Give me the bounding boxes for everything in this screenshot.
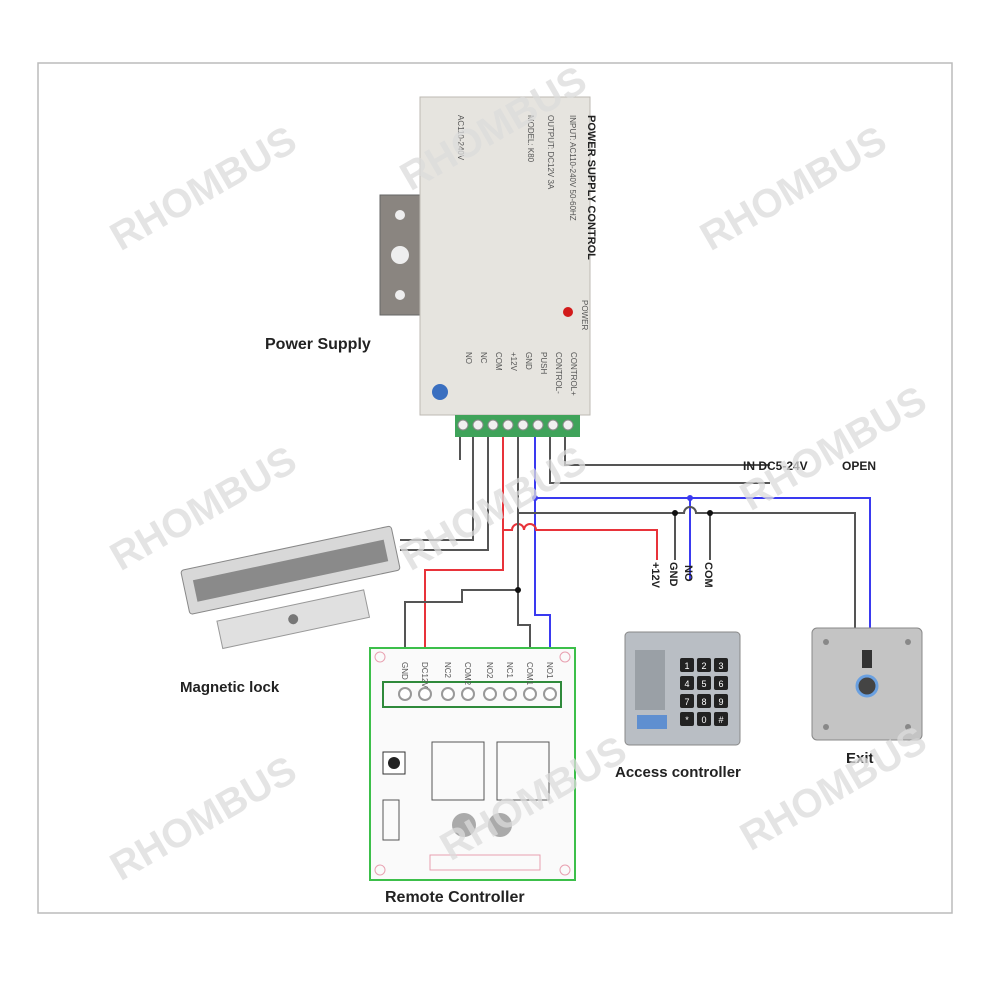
spec-line: OUTPUT: DC12V 3A	[546, 115, 555, 190]
terminal-label: GND	[400, 662, 409, 680]
exit-button	[811, 627, 923, 741]
key-label: 5	[701, 679, 706, 689]
terminal-screw	[398, 687, 412, 701]
wires	[400, 437, 871, 680]
terminal-block	[455, 415, 580, 437]
keypad-key	[714, 694, 728, 708]
terminal-screw	[547, 419, 559, 431]
key-label: 0	[701, 715, 706, 725]
spec-line: INPUT: AC110-240V 50-60HZ	[568, 115, 577, 221]
wire-label-no: NO	[682, 565, 694, 582]
terminal-label: CONTROL-	[554, 352, 563, 394]
access-controller-label: Access controller	[615, 764, 741, 781]
exit-push-icon	[855, 674, 879, 698]
terminal-screw	[457, 419, 469, 431]
key-label: *	[685, 715, 689, 725]
wire-remote-gnd	[404, 513, 519, 680]
terminal-label: COM	[494, 352, 503, 371]
terminal-label: COM2	[463, 662, 472, 686]
key-label: #	[718, 715, 723, 725]
keypad-key	[680, 712, 694, 726]
wire-label-com: COM	[702, 562, 714, 588]
magnetic-lock-label: Magnetic lock	[180, 679, 280, 696]
terminal-screw	[472, 419, 484, 431]
wire-lock-1	[400, 437, 489, 551]
terminal-screw	[461, 687, 475, 701]
spec-line: AC110-240V	[456, 115, 465, 161]
in-dc-label: IN DC5-24V	[743, 459, 808, 473]
key-label: 4	[684, 679, 689, 689]
terminal-label: COM1	[525, 662, 534, 686]
spec-line: MODEL: K80	[526, 115, 535, 163]
power-supply: POWER SUPPLY CONTROL INPUT: AC110-240V 5…	[265, 96, 597, 437]
magnetic-lock	[180, 525, 401, 650]
terminal-label: NC	[479, 352, 488, 364]
terminal-label: NO	[464, 352, 473, 364]
keypad-key	[697, 712, 711, 726]
wire-12v	[502, 437, 658, 560]
terminal-screw	[487, 419, 499, 431]
terminal-screw	[523, 687, 537, 701]
terminal-screw	[517, 419, 529, 431]
key-label: 1	[684, 661, 689, 671]
wire-lock-2	[400, 437, 474, 541]
power-led	[563, 307, 573, 317]
key-label: 7	[684, 697, 689, 707]
terminal-screw	[562, 419, 574, 431]
terminal-label: GND	[524, 352, 533, 370]
terminal-label: CONTROL+	[569, 352, 578, 396]
terminal-label: +12V	[509, 352, 518, 372]
key-label: 9	[718, 697, 723, 707]
key-label: 8	[701, 697, 706, 707]
keypad-key	[697, 676, 711, 690]
keypad-key	[697, 694, 711, 708]
terminal-label: NO2	[485, 662, 494, 679]
keypad-key	[714, 658, 728, 672]
terminal-screw	[441, 687, 455, 701]
wire-gnd	[517, 437, 856, 630]
open-label: OPEN	[842, 459, 876, 473]
keypad-key	[680, 694, 694, 708]
power-supply-label: Power Supply	[265, 336, 371, 353]
terminal-screw	[543, 687, 557, 701]
terminal-label: PUSH	[539, 352, 548, 374]
terminal-screw	[532, 419, 544, 431]
terminal-label: DC12V	[420, 662, 429, 688]
terminal-screw	[418, 687, 432, 701]
key-label: 3	[718, 661, 723, 671]
led-label: POWER	[580, 300, 589, 330]
wire-push-blue	[534, 437, 871, 630]
terminal-label: NC1	[505, 662, 514, 679]
power-supply-box	[419, 96, 591, 416]
wire-remote-12v	[424, 530, 504, 680]
terminal-screw	[483, 687, 497, 701]
terminal-label: NC2	[443, 662, 452, 679]
keypad-key	[680, 658, 694, 672]
keypad-key	[697, 658, 711, 672]
keypad-key	[714, 712, 728, 726]
terminal-screw	[502, 419, 514, 431]
logo-icon	[432, 384, 448, 400]
terminal-screw	[503, 687, 517, 701]
keypad-key	[714, 676, 728, 690]
power-supply-title: POWER SUPPLY CONTROL	[585, 115, 597, 260]
access-controller: 1 2 3 4 5 6 7 8 9 * 0 #	[624, 631, 741, 746]
remote-controller-label: Remote Controller	[385, 889, 525, 906]
remote-controller: GND DC12V NC2 COM2 NO2 NC1 COM1 NO1	[369, 647, 576, 881]
wire-label-gnd: GND	[667, 562, 679, 587]
key-label: 6	[718, 679, 723, 689]
terminal-label: NO1	[545, 662, 554, 679]
key-label: 2	[701, 661, 706, 671]
keypad-key	[680, 676, 694, 690]
exit-label: Exit	[846, 750, 874, 767]
wire-label-12v: +12V	[649, 562, 661, 589]
wire-control-plus	[564, 437, 770, 466]
wire-control-minus	[549, 437, 770, 484]
